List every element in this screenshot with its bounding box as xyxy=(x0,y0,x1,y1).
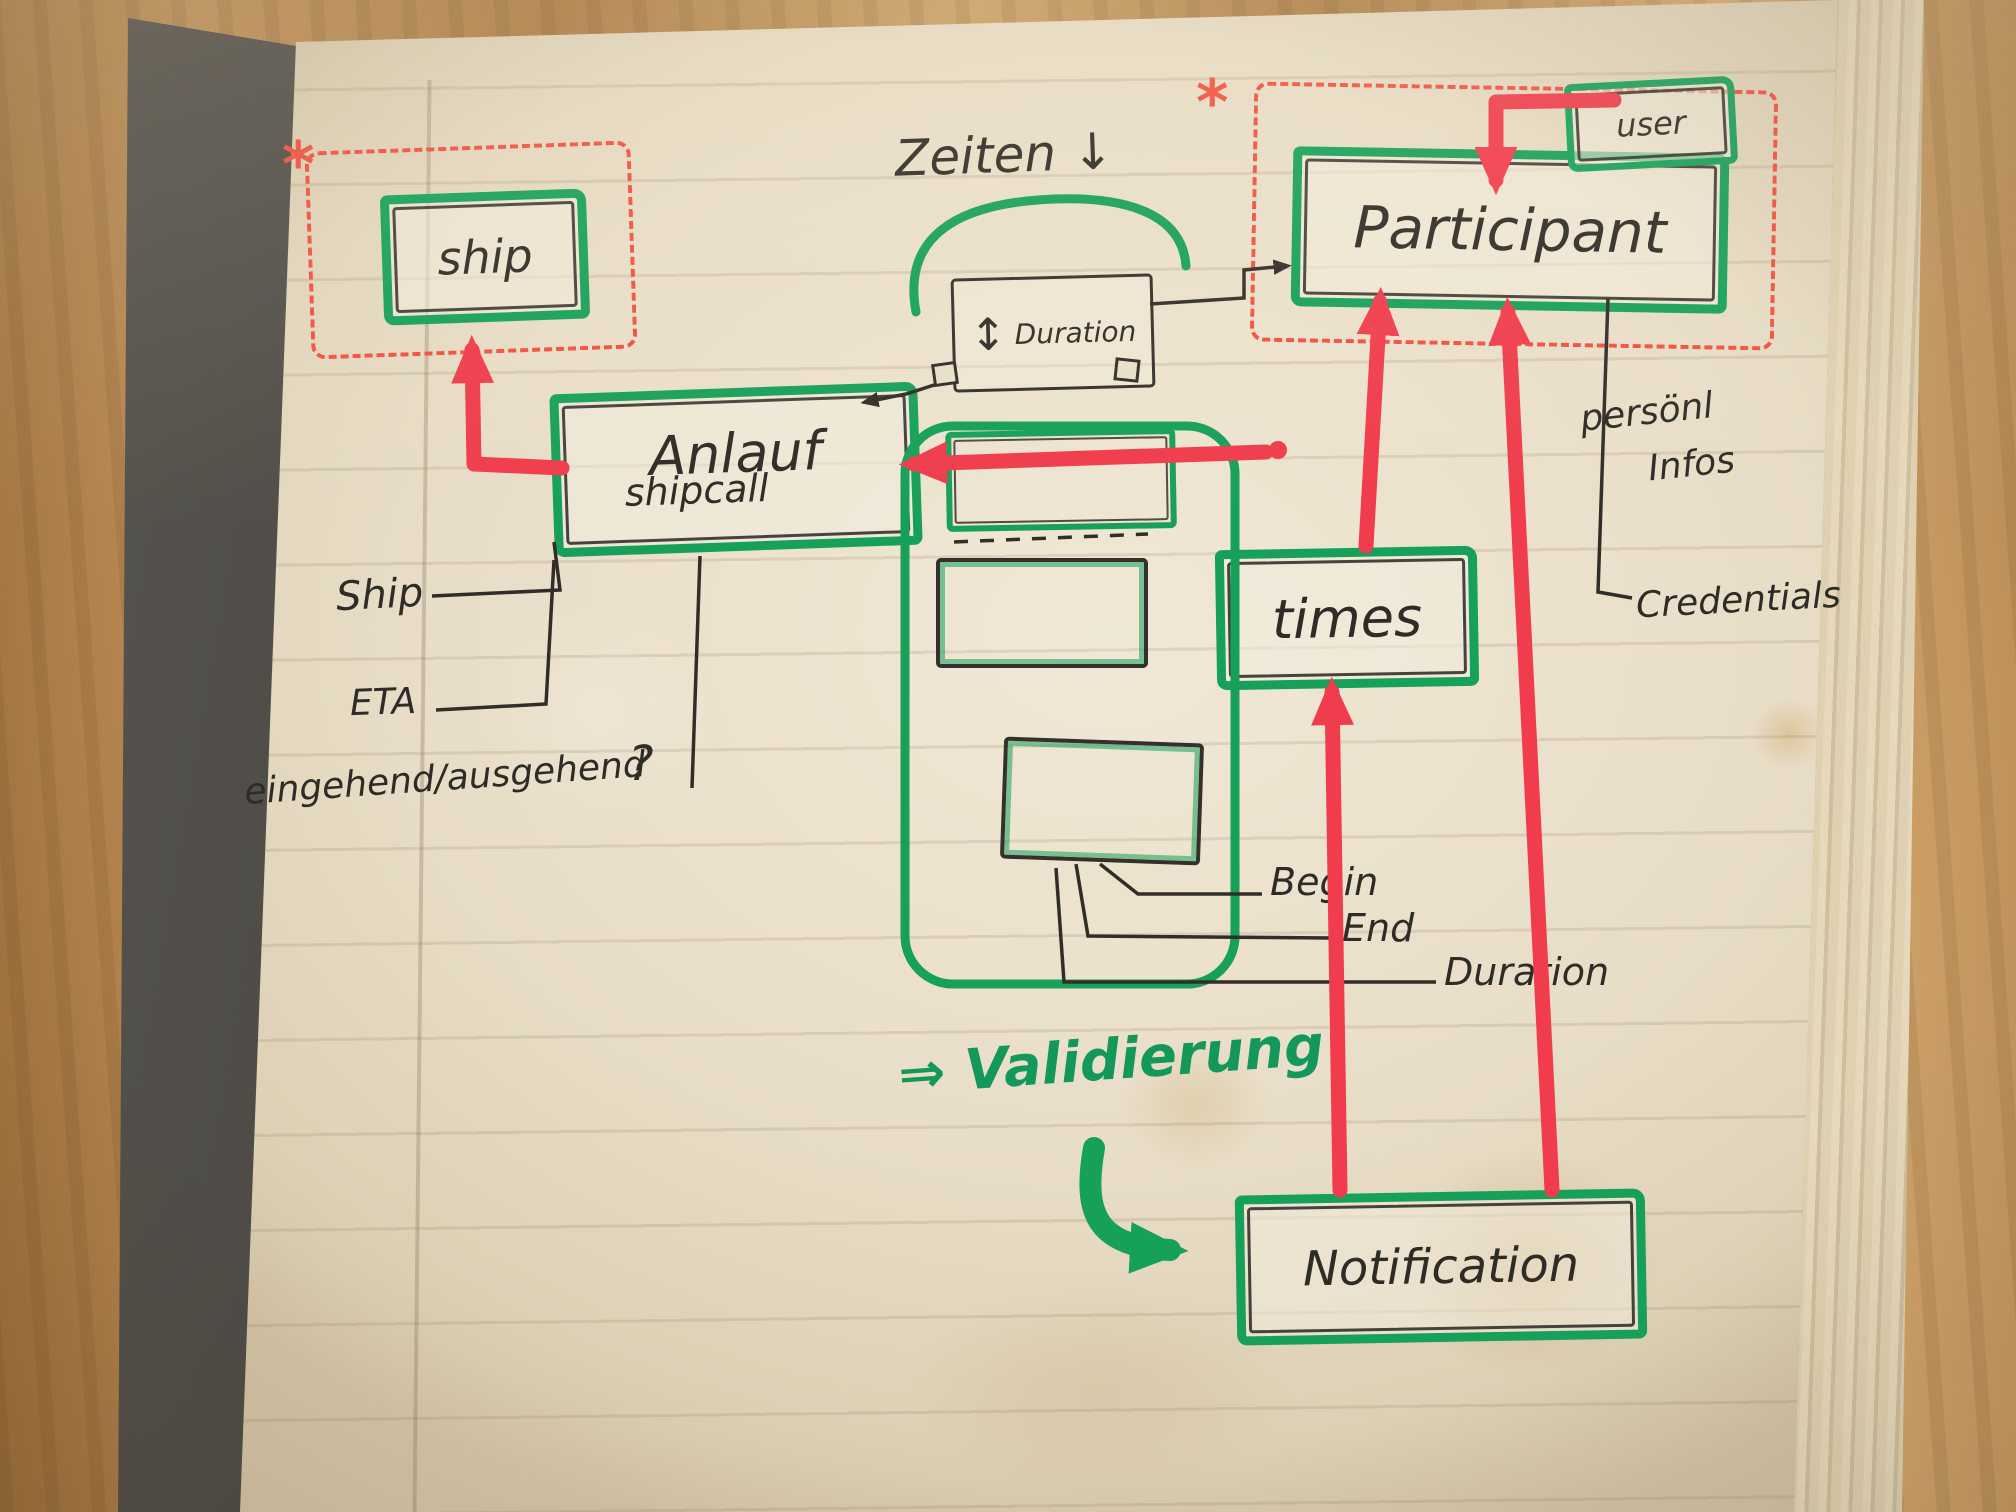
page-stain xyxy=(1750,698,1826,770)
attr-begin-label: Begin xyxy=(1270,860,1379,904)
attr-duration-label: Duration xyxy=(1444,950,1610,994)
entity-ship: ship xyxy=(379,188,591,326)
duration-extent-icon: ↕ xyxy=(969,308,1008,361)
entity-duration: ↕ Duration xyxy=(950,273,1156,393)
down-arrow-icon: ↓ xyxy=(1070,122,1115,182)
double-arrow-icon: ⇒ xyxy=(896,1039,948,1108)
attr-ship-label: Ship xyxy=(334,569,425,621)
times-entry-box-1 xyxy=(945,428,1177,532)
attr-end-label: End xyxy=(1342,906,1415,950)
entity-user: user xyxy=(1563,75,1739,173)
attr-eta-label: ETA xyxy=(349,680,417,725)
entity-anlauf-subtitle: shipcall xyxy=(624,466,770,516)
asterisk-mark: * xyxy=(282,128,315,201)
entity-ship-label: ship xyxy=(436,228,534,286)
asterisk-mark: * xyxy=(1196,66,1229,139)
attr-direction-question: ? xyxy=(628,736,654,792)
entity-duration-label: Duration xyxy=(1014,314,1137,351)
entity-participant: Participant xyxy=(1290,146,1730,314)
entity-user-label: user xyxy=(1615,103,1687,145)
entity-anlauf: Anlauf shipcall xyxy=(549,381,923,558)
zeiten-heading: Zeiten ↓ xyxy=(894,122,1115,188)
entity-times-label: times xyxy=(1271,585,1423,651)
entity-notification-label: Notification xyxy=(1302,1236,1580,1298)
times-entry-box-2 xyxy=(936,558,1148,668)
entity-times: times xyxy=(1214,545,1480,691)
entity-notification: Notification xyxy=(1234,1188,1648,1346)
entity-participant-label: Participant xyxy=(1352,193,1668,267)
zeiten-text: Zeiten xyxy=(894,124,1057,188)
times-entry-box-3 xyxy=(999,736,1205,866)
